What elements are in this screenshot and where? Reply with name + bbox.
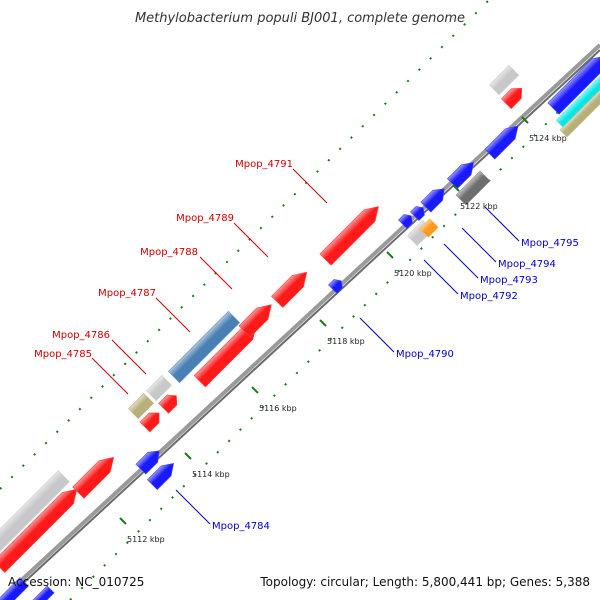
scale-tick-label: 5118 kbp bbox=[327, 337, 365, 346]
gene-arrow-red-9 bbox=[500, 87, 523, 110]
gene-arrow-blue-2 bbox=[146, 463, 174, 491]
gene-block-cyan bbox=[555, 76, 600, 130]
label-leader-line bbox=[199, 256, 233, 290]
gene-arrow-blue-6 bbox=[420, 188, 445, 213]
scale-ticks: 5112 kbp 5114 kbp 5116 kbp 5118 kbp 5120 kbp… bbox=[119, 116, 567, 544]
scale-tick-label: 5112 kbp bbox=[127, 535, 165, 544]
gene-label: Mpop_4795 bbox=[521, 238, 579, 249]
feature-layer bbox=[0, 56, 600, 600]
gene-label: Mpop_4790 bbox=[396, 349, 454, 360]
gene-arrow-red-4 bbox=[158, 394, 178, 414]
gene-label: Mpop_4787 bbox=[98, 288, 156, 299]
gene-arrow-red-8 bbox=[319, 206, 379, 266]
gene-block-grey-2 bbox=[145, 374, 173, 402]
gene-arrow-red-2 bbox=[72, 456, 115, 499]
gene-block-grey-1 bbox=[0, 470, 70, 552]
label-leader-line bbox=[91, 357, 129, 395]
label-leader-line bbox=[461, 227, 497, 263]
accession-text: Accession: NC_010725 bbox=[8, 575, 144, 589]
gene-block-grey-4 bbox=[488, 64, 520, 96]
gene-arrow-blue-3 bbox=[328, 279, 343, 294]
label-leader-line bbox=[111, 339, 147, 375]
label-leader-line bbox=[175, 489, 211, 525]
gene-block-steel bbox=[167, 310, 241, 384]
map-title: Methylobacterium populi BJ001, complete … bbox=[135, 11, 465, 26]
gene-label: Mpop_4794 bbox=[498, 259, 556, 270]
gene-label: Mpop_4789 bbox=[176, 213, 234, 224]
label-leader-line bbox=[155, 297, 191, 333]
gene-block-orange bbox=[419, 218, 439, 238]
gene-arrow-red-1 bbox=[0, 488, 78, 573]
scale-tick bbox=[452, 184, 460, 192]
gene-block-khaki-2 bbox=[559, 89, 600, 138]
scale-tick bbox=[386, 251, 394, 259]
gene-label: Mpop_4791 bbox=[235, 159, 293, 170]
label-leader-line bbox=[292, 168, 328, 204]
gene-arrow-blue-4 bbox=[398, 214, 413, 229]
gene-arrow-blue-1 bbox=[135, 450, 160, 475]
label-leader-line bbox=[423, 259, 459, 295]
label-leader-line bbox=[233, 222, 269, 258]
label-leader-line bbox=[443, 243, 479, 279]
gene-arrow-red-6 bbox=[238, 304, 272, 338]
gene-arrow-red-7 bbox=[271, 271, 308, 308]
gene-label: Mpop_4792 bbox=[460, 291, 518, 302]
genome-stats-text: Topology: circular; Length: 5,800,441 bp… bbox=[259, 575, 590, 589]
scale-tick bbox=[251, 386, 259, 394]
gene-block-darkgrey bbox=[455, 170, 491, 206]
gene-arrow-blue-9 bbox=[547, 56, 600, 115]
gene-label: Mpop_4793 bbox=[480, 275, 538, 286]
scale-tick bbox=[521, 116, 529, 124]
gene-block-blue-edge-2 bbox=[32, 585, 55, 600]
scale-tick-label: 5116 kbp bbox=[259, 404, 297, 413]
scale-tick-label: 5120 kbp bbox=[394, 269, 432, 278]
gene-label: Mpop_4786 bbox=[52, 330, 110, 341]
scale-tick-label: 5122 kbp bbox=[460, 202, 498, 211]
gene-arrow-blue-5 bbox=[410, 206, 425, 221]
inner-dotted-track bbox=[69, 68, 600, 600]
scale-tick-label: 5124 kbp bbox=[529, 134, 567, 143]
outer-dotted-track bbox=[0, 0, 491, 490]
scale-tick bbox=[119, 517, 127, 525]
gene-labels: Mpop_4785Mpop_4786Mpop_4787Mpop_4788Mpop… bbox=[34, 159, 579, 532]
gene-block-khaki bbox=[127, 392, 155, 420]
gene-arrow-red-3 bbox=[139, 412, 160, 433]
scale-tick bbox=[319, 319, 327, 327]
gene-label: Mpop_4785 bbox=[34, 349, 92, 360]
scale-tick bbox=[184, 452, 192, 460]
gene-arrow-blue-8 bbox=[484, 125, 519, 160]
gene-label: Mpop_4784 bbox=[212, 521, 270, 532]
gene-label: Mpop_4788 bbox=[140, 247, 198, 258]
label-leader-line bbox=[359, 317, 395, 353]
label-leader-line bbox=[484, 206, 520, 242]
gene-block-blue-edge bbox=[0, 577, 29, 600]
scale-tick-label: 5114 kbp bbox=[192, 470, 230, 479]
